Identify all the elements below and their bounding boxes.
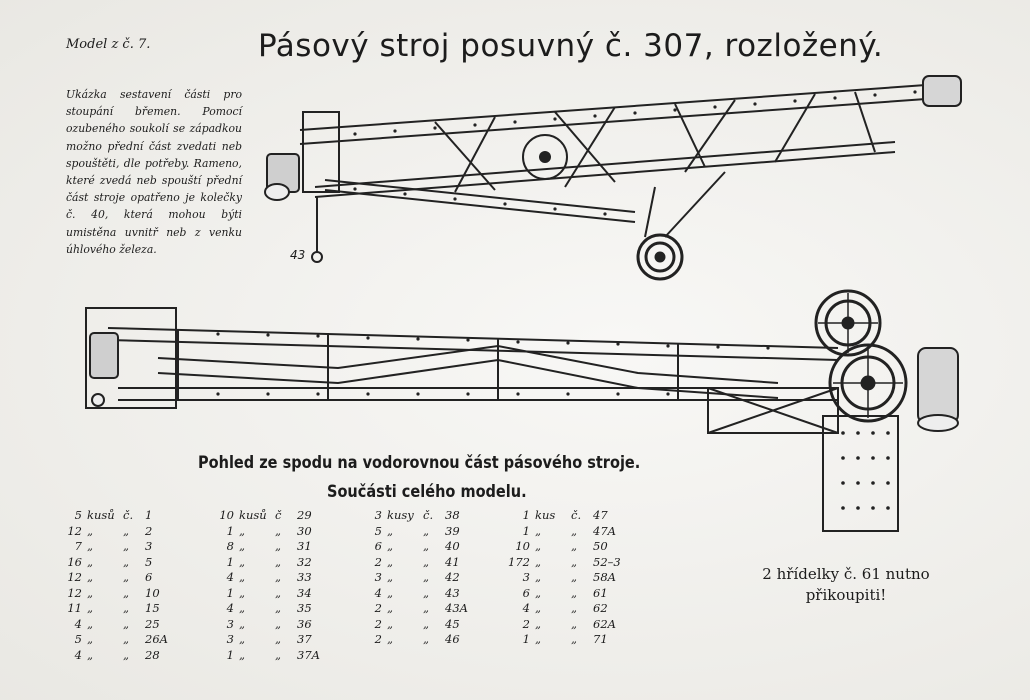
- gear-icon: [522, 134, 568, 180]
- parts-row: 4„„25: [74, 616, 160, 631]
- front-roller-icon: [917, 347, 959, 432]
- parts-row: 12„„10: [67, 585, 160, 600]
- rear-drum-icon: [264, 153, 300, 201]
- parts-row: 4„„28: [74, 647, 160, 662]
- parts-row: 1„„34: [226, 585, 312, 600]
- parts-row: 10„„50: [515, 539, 608, 553]
- parts-row: 2„„62A: [522, 616, 616, 631]
- parts-row: 2„„46: [374, 632, 460, 646]
- parts-row: 3„„42: [374, 570, 460, 584]
- parts-row: 1„„71: [522, 632, 608, 646]
- parts-row: 12„„6: [67, 570, 153, 584]
- rear-drum-icon: [89, 332, 119, 407]
- parts-row: 16„„5: [67, 554, 153, 569]
- parts-row: 4„„43: [374, 585, 460, 600]
- wheel-icon: [636, 233, 684, 281]
- parts-row: 1„„32: [226, 554, 312, 569]
- purchase-note: 2 hřídelky č. 61 nutno přikoupiti!: [762, 565, 930, 604]
- wheel-icon: [828, 343, 908, 423]
- parts-row: 8„„31: [226, 539, 312, 553]
- description-text: Ukázka sestavení části pro stoupání břem…: [66, 88, 242, 256]
- front-roller-icon: [922, 75, 962, 107]
- parts-list-heading: Součásti celého modelu.: [327, 482, 527, 501]
- parts-row: 1„„37A: [226, 647, 320, 662]
- parts-row: 6„„61: [522, 585, 608, 600]
- parts-row: 11„„15: [67, 601, 160, 615]
- parts-row: 4„„35: [226, 601, 312, 615]
- wheel-icon: [814, 289, 882, 357]
- page-title: Pásový stroj posuvný č. 307, rozložený.: [258, 28, 884, 64]
- inclined-conveyor-drawing: [264, 75, 962, 281]
- bottom-view-caption: Pohled ze spodu na vodorovnou část pásov…: [198, 453, 641, 472]
- parts-row: 2„„41: [374, 554, 460, 569]
- parts-row: 12„„2: [67, 523, 153, 538]
- model-reference: Model z č. 7.: [66, 37, 151, 52]
- parts-row: 3„„37: [226, 632, 312, 646]
- horizontal-conveyor-drawing: [85, 289, 959, 532]
- parts-row: 4„„62: [522, 601, 608, 615]
- figure-label: 43: [290, 248, 306, 262]
- parts-row: 2„„43A: [374, 601, 468, 615]
- parts-row: 1„„30: [226, 523, 312, 538]
- parts-row: 6„„40: [374, 539, 460, 553]
- parts-row: 5„„39: [374, 523, 460, 538]
- parts-row: 4„„33: [226, 570, 312, 584]
- parts-row: 172„„52–3: [508, 554, 621, 569]
- parts-row: 5„„26A: [74, 632, 168, 646]
- parts-row: 3„„58A: [522, 570, 616, 584]
- parts-row: 1„„47A: [522, 523, 616, 538]
- parts-row: 2„„45: [374, 616, 460, 631]
- parts-row: 7„„3: [74, 539, 153, 553]
- parts-row: 3„„36: [226, 616, 312, 631]
